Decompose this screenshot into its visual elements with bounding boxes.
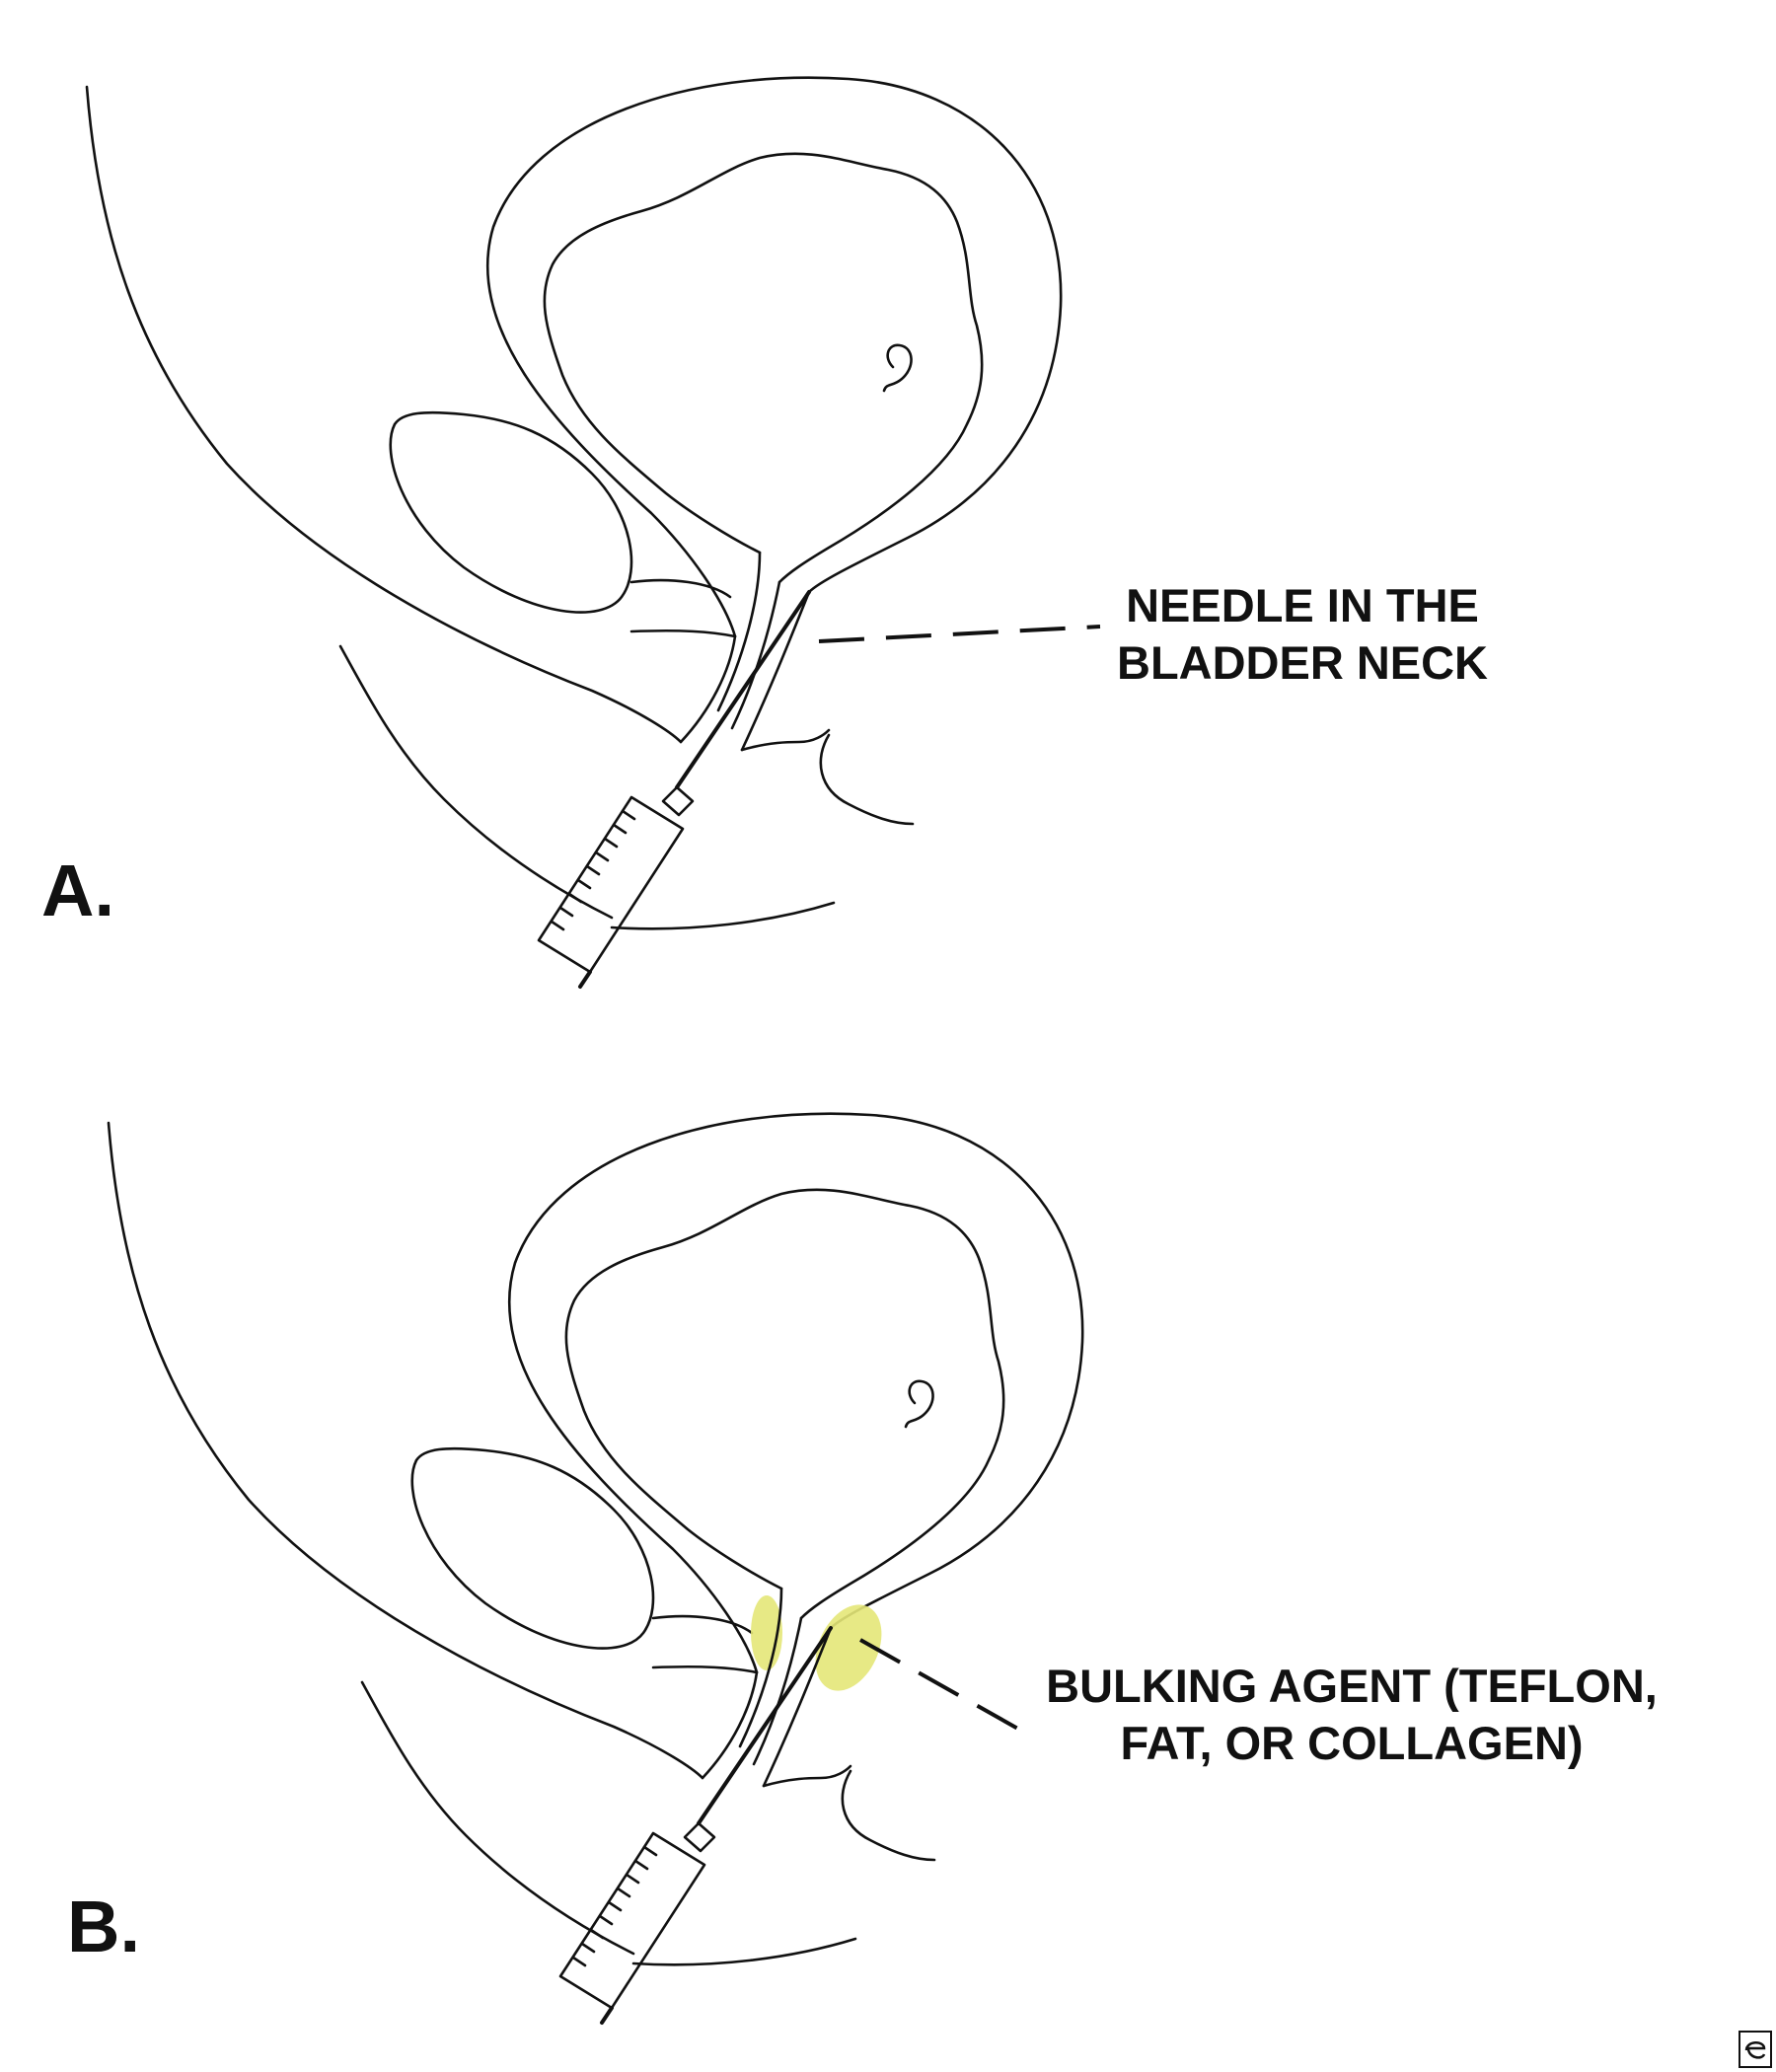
syringe-graduations <box>571 1845 658 1967</box>
introitus <box>762 1764 852 1788</box>
callout-label-a: NEEDLE IN THE BLADDER NECK <box>1095 577 1510 692</box>
callout-leader-a <box>818 625 1101 643</box>
bladder-outer-wall <box>507 1112 1084 1674</box>
ureteric-orifice <box>882 343 913 393</box>
syringe-hub <box>661 785 695 817</box>
syringe-plunger <box>578 970 592 989</box>
publisher-logo-icon <box>1739 2031 1772 2068</box>
pubic-bone <box>410 1446 655 1650</box>
syringe-hub <box>683 1821 716 1853</box>
panel-letter-b: B. <box>67 1886 140 1967</box>
urethra-right-outer <box>762 1626 833 1788</box>
ligament-upper <box>629 578 732 599</box>
panel-b-drawing <box>107 1112 1084 2025</box>
callout-leader-b <box>859 1638 1024 1734</box>
ligament-lower <box>651 1665 759 1674</box>
urethra-left-inner <box>716 551 762 712</box>
syringe-barrel <box>558 1831 706 2010</box>
perineal-fold <box>819 733 915 826</box>
body-outline <box>85 85 683 744</box>
introitus <box>740 728 831 752</box>
callout-label-b: BULKING AGENT (TEFLON, FAT, OR COLLAGEN) <box>1016 1658 1687 1772</box>
urethra-left-outer <box>701 1670 759 1780</box>
syringe-barrel <box>537 795 685 974</box>
callout-line: BLADDER NECK <box>1117 636 1488 689</box>
bladder-outer-wall <box>485 76 1063 638</box>
callout-line: FAT, OR COLLAGEN) <box>1120 1717 1584 1769</box>
panel-letter-a: A. <box>41 850 114 931</box>
urethra-left-outer <box>679 634 737 744</box>
lower-curve <box>610 901 836 930</box>
body-outline <box>107 1121 704 1780</box>
lower-curve <box>631 1937 857 1966</box>
syringe-plunger <box>600 2006 614 2025</box>
bladder-inner-wall <box>564 1188 1005 1620</box>
urethra-right-outer <box>740 590 811 752</box>
urethra-left-inner <box>738 1587 783 1748</box>
posterior-wall <box>338 644 614 920</box>
bladder-inner-wall <box>543 152 984 584</box>
syringe-graduations <box>550 809 636 931</box>
needle-shaft <box>697 1626 833 1825</box>
posterior-wall <box>360 1680 635 1956</box>
pubic-bone <box>389 410 633 614</box>
urethra-right-inner <box>730 580 781 730</box>
perineal-fold <box>841 1769 936 1862</box>
callout-line: NEEDLE IN THE <box>1126 579 1479 631</box>
bulking-agent-right <box>815 1604 882 1691</box>
needle-shaft <box>675 590 811 789</box>
ligament-lower <box>629 629 737 638</box>
ligament-upper <box>651 1614 754 1635</box>
panel-a-drawing <box>85 76 1101 989</box>
ureteric-orifice <box>904 1379 934 1429</box>
panel-a: NEEDLE IN THE BLADDER NECK A. <box>41 76 1510 989</box>
callout-line: BULKING AGENT (TEFLON, <box>1046 1660 1658 1712</box>
urethra-right-inner <box>752 1616 803 1766</box>
panel-b: BULKING AGENT (TEFLON, FAT, OR COLLAGEN)… <box>0 1036 1776 2072</box>
